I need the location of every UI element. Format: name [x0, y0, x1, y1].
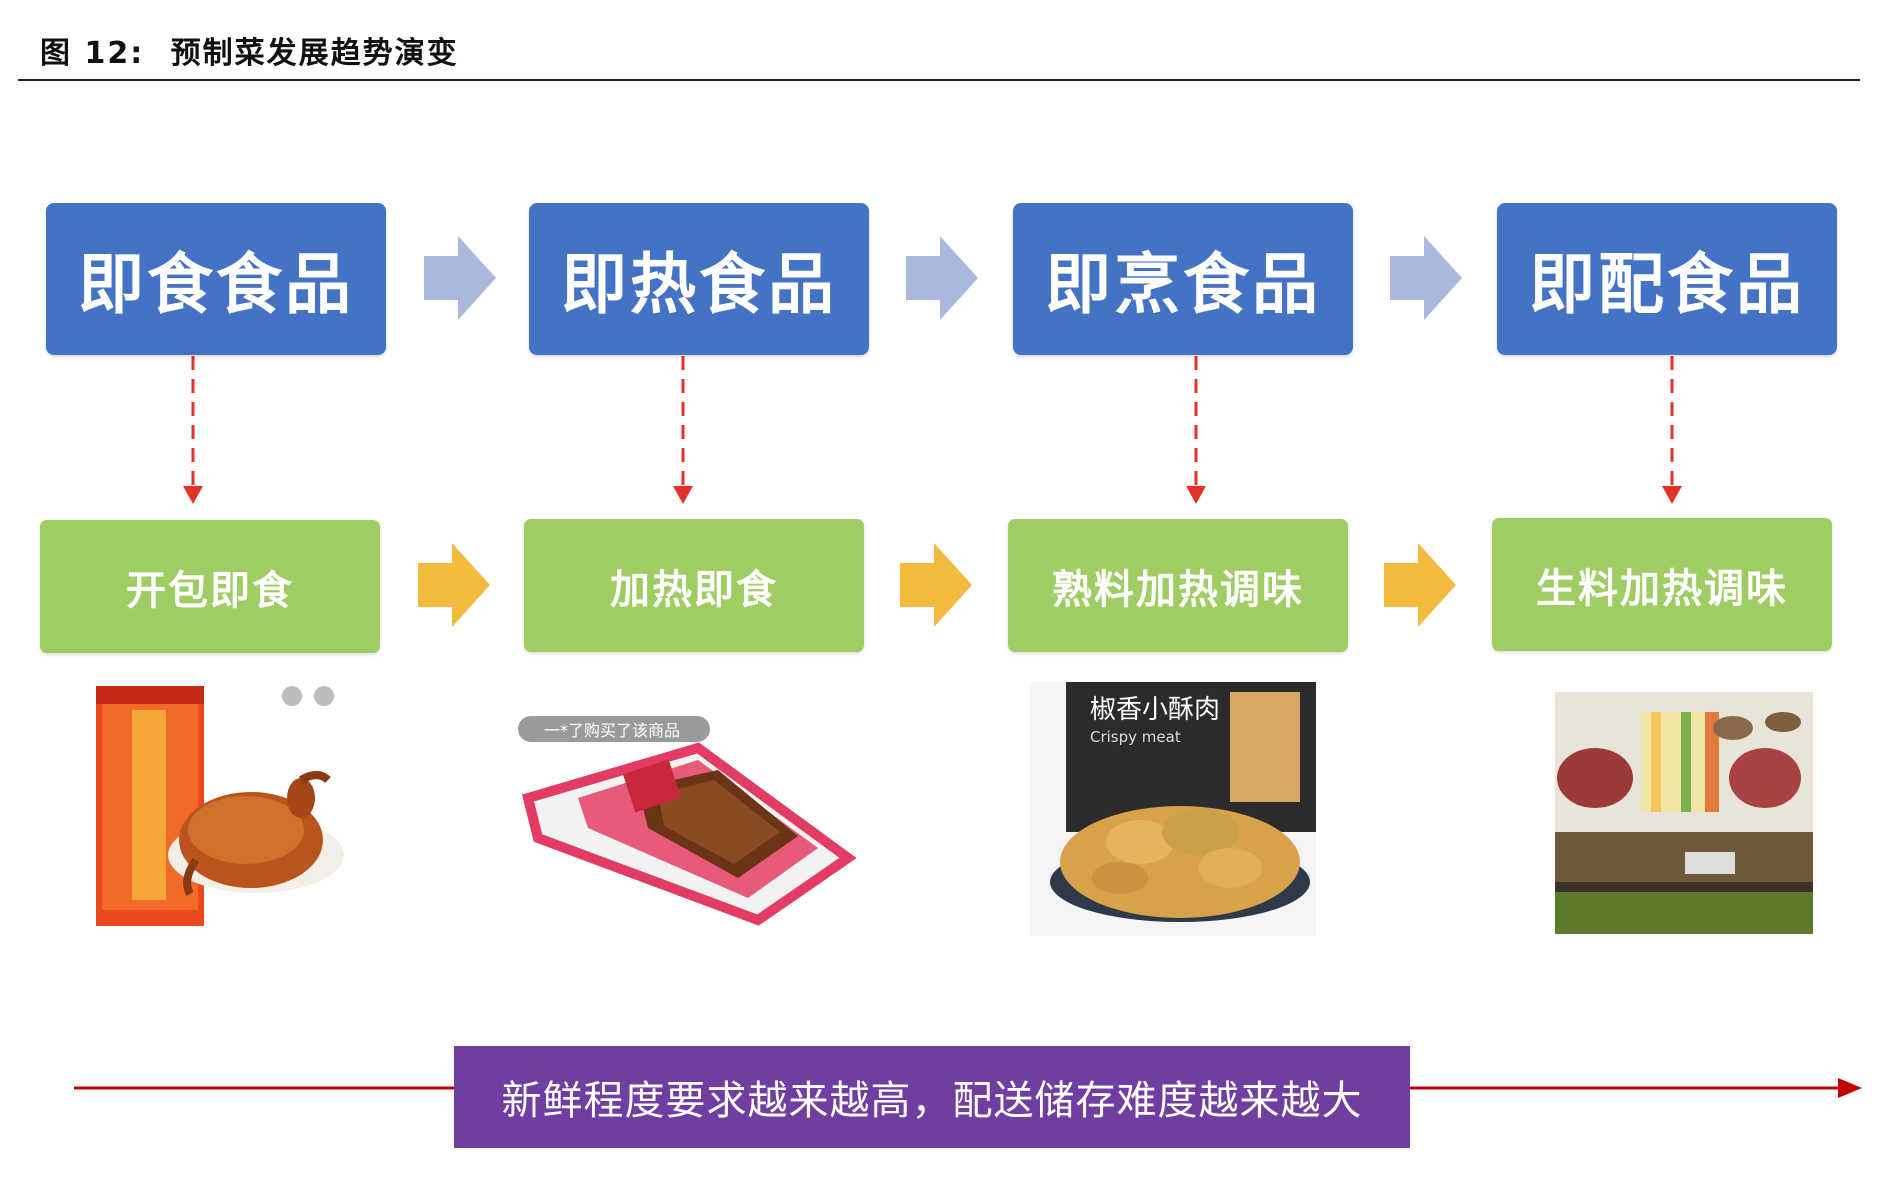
- product-image-roast-duck: [96, 680, 346, 928]
- figure-title-text: 预制菜发展趋势演变: [170, 36, 459, 71]
- trend-label-box: 新鲜程度要求越来越高，配送储存难度越来越大: [454, 1046, 1410, 1148]
- stage-category-2-label: 即热食品: [561, 246, 837, 323]
- product-image-3-overlay: 椒香小酥肉: [1090, 695, 1220, 725]
- product-image-3-subtext: Crispy meat: [1090, 728, 1181, 746]
- dashed-connector-2: [673, 356, 693, 504]
- stage-method-4: 生料加热调味: [1492, 518, 1832, 651]
- arrow-blue-3: [1390, 236, 1462, 320]
- trend-label: 新鲜程度要求越来越高，配送储存难度越来越大: [501, 1078, 1363, 1124]
- title-divider: [18, 79, 1860, 81]
- product-image-crispy-meat: 椒香小酥肉 Crispy meat: [1030, 682, 1316, 936]
- stage-category-3: 即烹食品: [1013, 203, 1353, 355]
- stage-category-3-label: 即烹食品: [1045, 246, 1321, 323]
- figure-title: 图 12: 预制菜发展趋势演变: [40, 28, 459, 72]
- stage-method-2: 加热即食: [524, 519, 864, 652]
- stage-method-4-label: 生料加热调味: [1536, 565, 1788, 612]
- dashed-connector-3: [1186, 356, 1206, 504]
- arrow-orange-3: [1384, 543, 1456, 627]
- stage-method-1: 开包即食: [40, 520, 380, 653]
- stage-method-2-label: 加热即食: [610, 566, 778, 613]
- stage-category-4: 即配食品: [1497, 203, 1837, 355]
- stage-method-3: 熟料加热调味: [1008, 519, 1348, 652]
- stage-method-1-label: 开包即食: [126, 567, 294, 614]
- arrow-orange-1: [418, 543, 490, 627]
- stage-category-2: 即热食品: [529, 203, 869, 355]
- dashed-connector-4: [1662, 356, 1682, 504]
- product-image-braised-pork: 一*了购买了该商品: [518, 708, 856, 928]
- stage-category-1-label: 即食食品: [78, 246, 354, 323]
- dashed-connector-1: [183, 356, 203, 504]
- stage-category-4-label: 即配食品: [1529, 246, 1805, 323]
- product-image-2-overlay: 一*了购买了该商品: [544, 721, 680, 740]
- arrow-blue-2: [906, 236, 978, 320]
- stage-method-3-label: 熟料加热调味: [1052, 566, 1304, 613]
- arrow-orange-2: [900, 543, 972, 627]
- stage-category-1: 即食食品: [46, 203, 386, 355]
- figure-label: 图 12:: [40, 36, 145, 71]
- product-image-raw-ingredients: [1555, 692, 1813, 934]
- arrow-blue-1: [424, 236, 496, 320]
